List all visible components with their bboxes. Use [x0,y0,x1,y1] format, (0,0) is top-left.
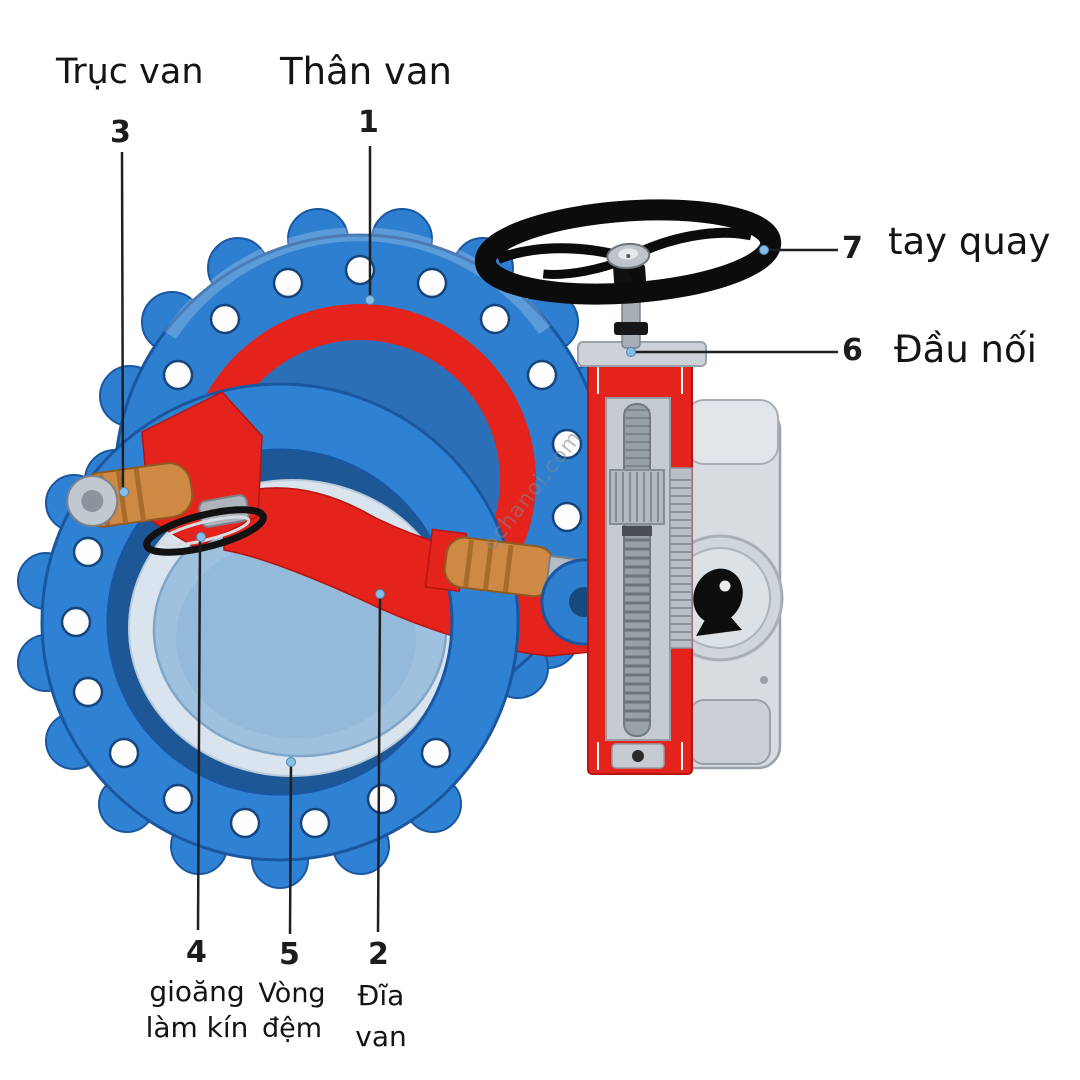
label-tay-quay: tay quay [888,220,1051,263]
position-indicator [693,568,743,636]
callout-number-7: 7 [842,231,863,266]
leader-dots [119,245,769,767]
callout-number-5: 5 [279,937,300,972]
leader-lines [120,146,838,935]
actuator-cut-column [587,359,693,775]
sealing-gasket [143,506,267,556]
label-dia-van: Đĩa van [355,979,407,1053]
callout-number-3: 3 [110,115,131,150]
callout-number-4: 4 [186,935,207,970]
callout-number-2: 2 [368,937,389,972]
callout-number-1: 1 [358,105,379,140]
handwheel[interactable] [474,199,782,310]
label-dau-noi: Đầu nối [894,328,1037,371]
label-gioang-lam-kin: gioăng làm kín [145,975,249,1045]
callout-number-6: 6 [842,333,863,368]
valve-shaft-bushing [66,462,194,528]
label-truc-van: Trục van [56,52,204,92]
label-vong-dem: Vòng đệm [258,978,326,1045]
label-than-van: Thân van [280,50,452,93]
